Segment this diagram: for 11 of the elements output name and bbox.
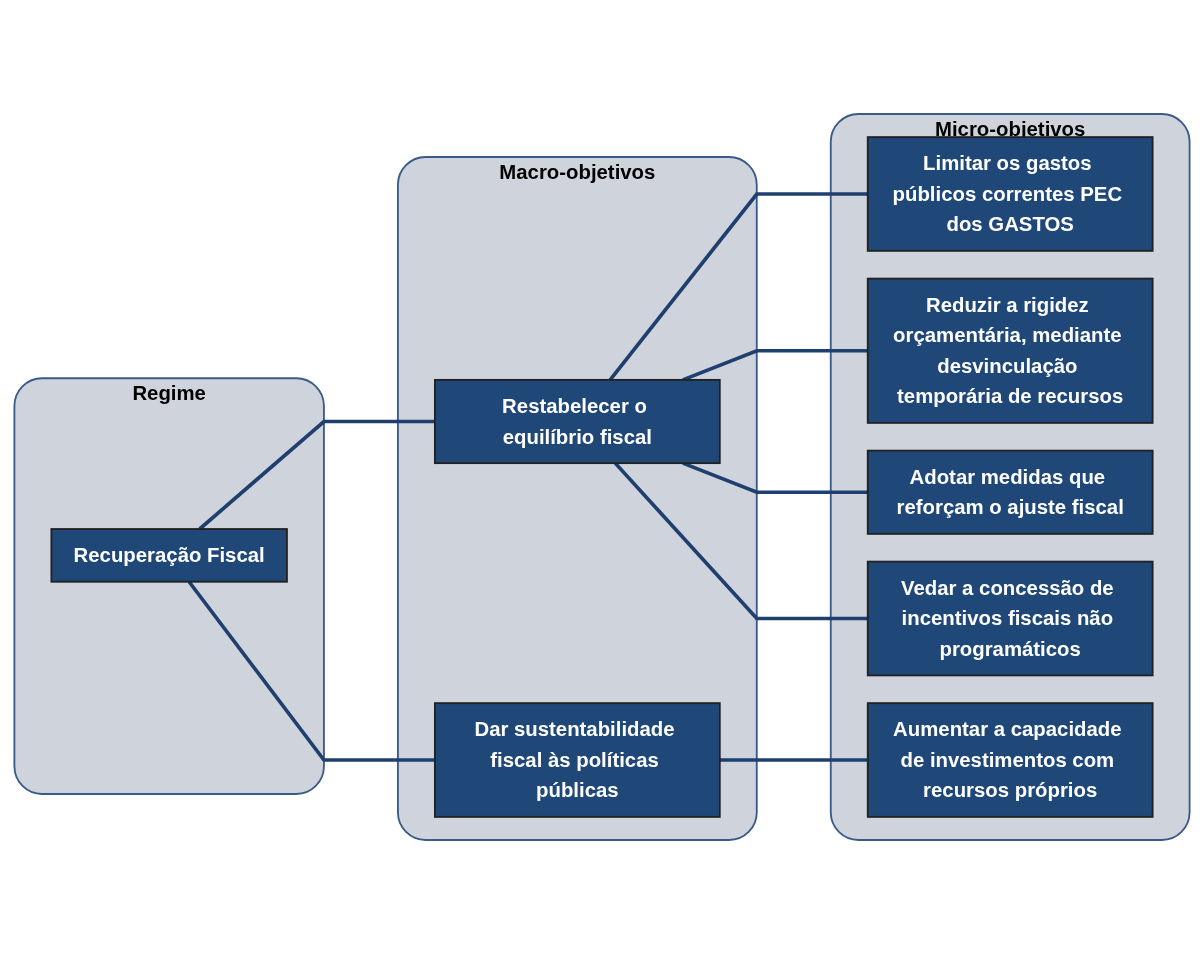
connector xyxy=(719,758,868,762)
node-box: Limitar os gastos públicos correntes PEC dos GASTOS xyxy=(866,136,1154,252)
node-box: Dar sustentabilidade fiscal às políticas públicas xyxy=(434,702,721,818)
connector xyxy=(198,419,435,531)
node-box: Aumentar a capacidade de investimentos com recursos próprios xyxy=(866,702,1154,818)
node-box: Adotar medidas que reforçam o ajuste fiscal xyxy=(866,449,1154,535)
node-box: Vedar a concessão de incentivos fiscais não programáticos xyxy=(866,560,1154,677)
node-box: Restabelecer o equilíbrio fiscal xyxy=(434,378,721,465)
node-box: Recuperação Fiscal xyxy=(50,528,288,583)
connector xyxy=(187,580,435,762)
node-box: Reduzir a rigidez orçamentária, mediante desvinculação temporária de recursos xyxy=(866,277,1154,424)
